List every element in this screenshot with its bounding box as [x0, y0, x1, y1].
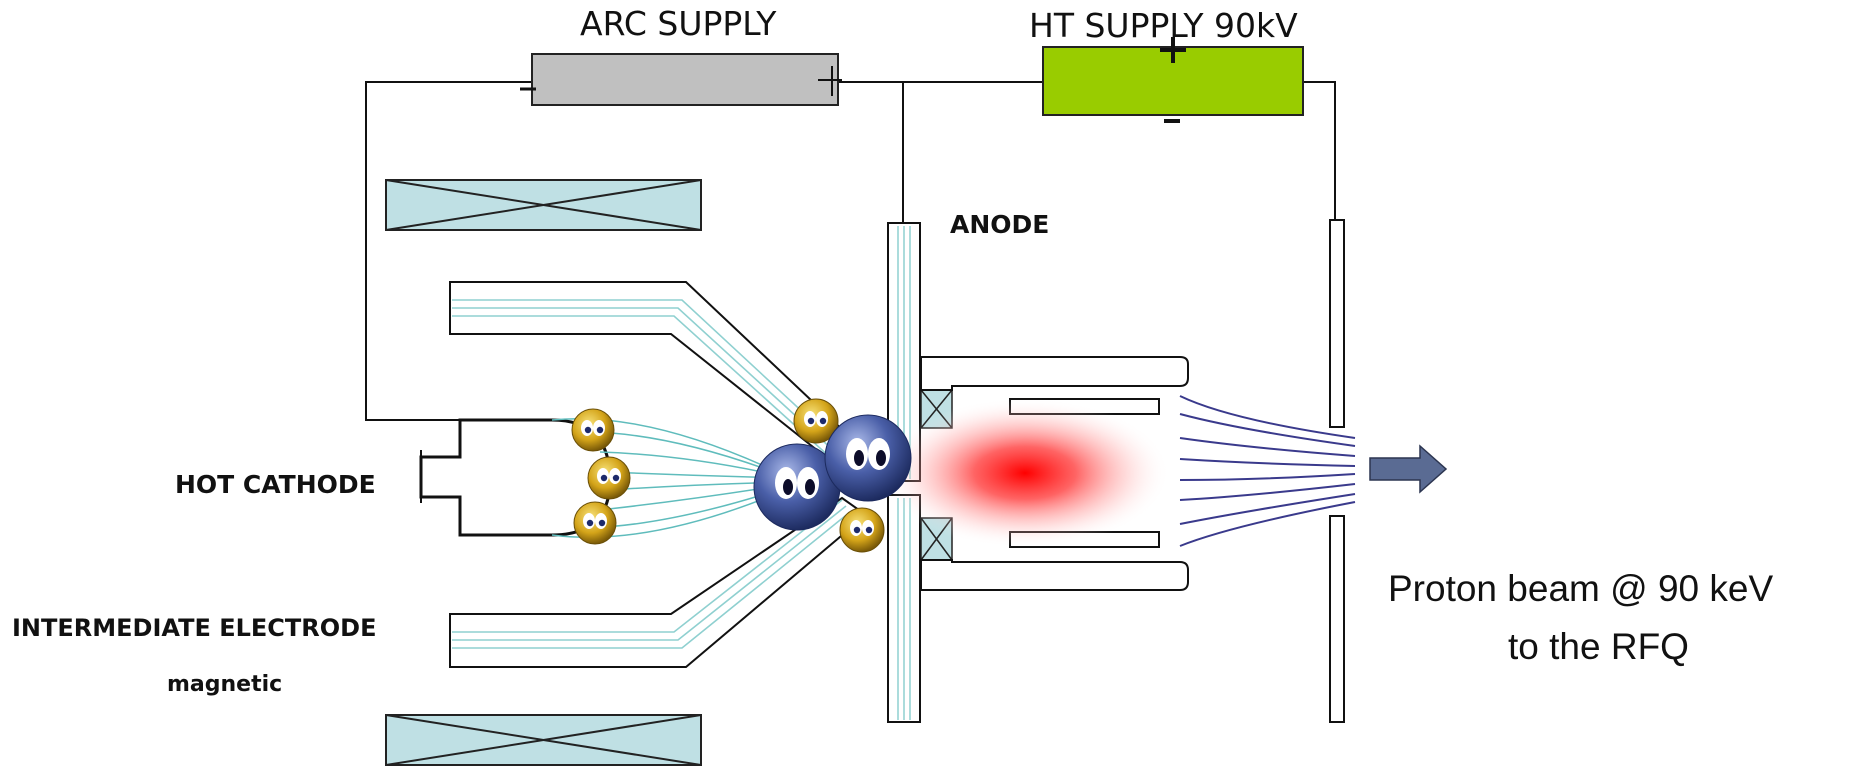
hot-cathode-label: HOT CATHODE	[175, 470, 376, 499]
electron-particle	[587, 456, 631, 500]
ht-supply	[1042, 37, 1304, 123]
magnet-coil-bottom	[385, 714, 702, 766]
electrode-field-lines	[452, 299, 851, 649]
chamber-bottom-rail	[920, 559, 1189, 591]
plasma-glow	[880, 398, 1170, 548]
electron-particle	[839, 507, 885, 553]
arc-supply-label: ARC SUPPLY	[580, 4, 777, 43]
beam-output-arrow	[1369, 444, 1448, 494]
arc-negative-wire	[365, 81, 532, 421]
ht-supply-label: HT SUPPLY 90kV	[1029, 6, 1298, 45]
electron-particle	[573, 501, 617, 545]
intermediate-electrode-label: INTERMEDIATE ELECTRODE	[12, 614, 377, 642]
electron-particles	[571, 398, 885, 553]
circuit-wires	[365, 81, 1336, 421]
proton-particles	[753, 414, 912, 531]
magnetic-label: magnetic	[167, 672, 283, 697]
proton-particle	[753, 443, 841, 531]
electron-particle	[571, 408, 615, 452]
electron-particle	[793, 398, 839, 444]
extraction-upper	[1329, 219, 1345, 428]
arc-supply	[520, 53, 842, 106]
ht-negative-wire	[1303, 81, 1336, 220]
arc-supply-box	[531, 53, 839, 106]
extraction-lower	[1329, 515, 1345, 723]
chamber-top-rail	[920, 356, 1189, 391]
extraction-electrode	[1329, 219, 1345, 723]
beam-lines	[1179, 395, 1356, 547]
beam-caption-line1: Proton beam @ 90 keV	[1388, 568, 1774, 609]
beam-caption-line2: to the RFQ	[1508, 626, 1689, 667]
proton-particle	[824, 414, 912, 502]
magnet-coil-top	[385, 179, 702, 231]
anode-label: ANODE	[950, 210, 1050, 239]
